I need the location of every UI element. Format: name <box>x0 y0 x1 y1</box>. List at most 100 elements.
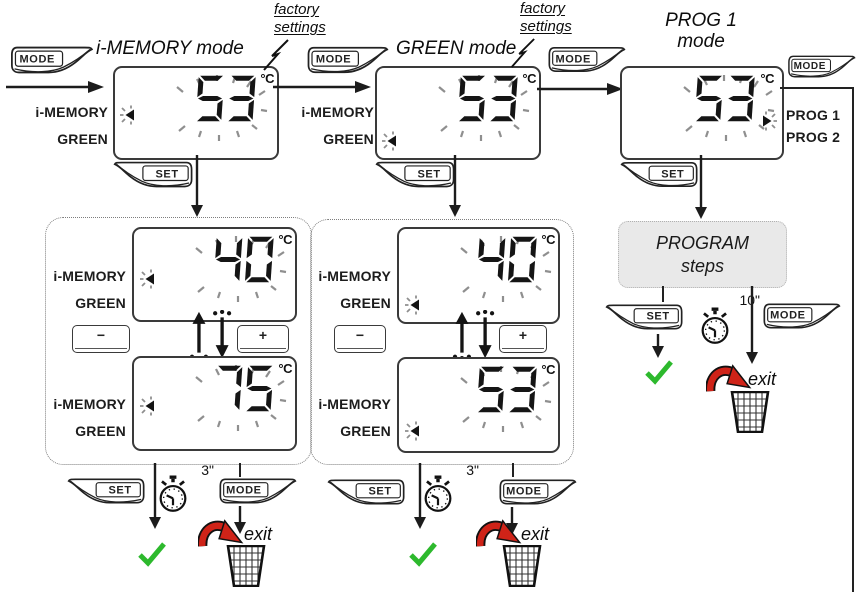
hold-timer: 3" <box>421 462 479 516</box>
set-button[interactable]: SET <box>113 159 195 190</box>
mode-label-green: GREEN <box>57 131 108 147</box>
flow-arrow-down <box>191 155 203 217</box>
connector-line <box>662 286 664 302</box>
set-button[interactable]: SET <box>375 159 457 190</box>
lcd-display-imemory: °C <box>113 66 279 160</box>
mode-label-green: GREEN <box>340 295 391 311</box>
exit-label: exit <box>521 524 550 544</box>
degree-unit: °C <box>760 71 774 86</box>
green-mode-title: GREEN mode <box>396 38 517 59</box>
mode-label-imemory: i-MEMORY <box>53 268 126 284</box>
increase-decrease-arrows <box>185 310 237 360</box>
confirm-arrow <box>652 334 664 358</box>
mode-button[interactable]: MODE <box>546 44 626 75</box>
timer-label: 3" <box>201 462 214 478</box>
lcd-display-green: °C <box>375 66 541 160</box>
minus-button[interactable]: − <box>72 325 130 353</box>
lcd-display-green-eco: °C <box>397 227 560 324</box>
mode-button[interactable]: MODE <box>786 53 856 80</box>
degree-unit: °C <box>260 71 274 86</box>
trash-icon <box>224 545 268 587</box>
mode-label-green: GREEN <box>340 423 391 439</box>
mode-button[interactable]: MODE <box>760 301 842 331</box>
mode-label-green: GREEN <box>75 295 126 311</box>
mode-label-imemory: i-MEMORY <box>318 268 391 284</box>
exit-flow-arrow <box>234 506 246 534</box>
auto-exit-timer: 10" <box>698 292 760 348</box>
lcd-digits <box>209 236 277 283</box>
exit-flow-arrow <box>746 286 758 364</box>
plus-button[interactable]: + <box>499 325 547 353</box>
lcd-display-green-set: °C <box>397 357 560 453</box>
blink-indicator-icon <box>119 105 141 125</box>
blink-indicator-icon <box>381 131 403 151</box>
mode-button[interactable]: MODE <box>216 476 298 506</box>
flow-arrow-right <box>273 81 371 93</box>
set-button[interactable]: SET <box>66 476 148 506</box>
trash-icon <box>728 391 772 433</box>
plus-button[interactable]: + <box>237 325 289 353</box>
lightning-icon <box>260 38 290 72</box>
mode-label-prog2: PROG 2 <box>786 129 841 145</box>
connector-line <box>512 463 514 477</box>
minus-button[interactable]: − <box>334 325 386 353</box>
lcd-digits <box>453 75 521 122</box>
confirm-arrow <box>149 463 161 529</box>
blink-indicator-icon <box>756 111 778 131</box>
increase-decrease-arrows <box>448 310 500 360</box>
degree-unit: °C <box>541 362 555 377</box>
mode-label-imemory: i-MEMORY <box>53 396 126 412</box>
degree-unit: °C <box>522 71 536 86</box>
connector-line <box>852 87 854 592</box>
blink-indicator-icon <box>139 269 161 289</box>
set-button[interactable]: SET <box>604 302 686 332</box>
blink-indicator-icon <box>404 421 426 441</box>
lcd-digits <box>472 366 540 413</box>
lcd-display-prog: °C <box>620 66 784 160</box>
flow-arrow-down <box>449 155 461 217</box>
flow-arrow-down <box>695 155 707 219</box>
lcd-digits <box>191 75 259 122</box>
imemory-mode-title: i-MEMORY mode <box>96 38 244 59</box>
connector-line <box>239 463 241 477</box>
mode-label-imemory: i-MEMORY <box>301 104 374 120</box>
green-adjust-group <box>310 219 574 465</box>
mode-button[interactable]: MODE <box>496 477 578 507</box>
mode-label-imemory: i-MEMORY <box>35 104 108 120</box>
mode-button-label: MODE <box>19 53 55 66</box>
lcd-digits <box>472 236 540 283</box>
mode-label-green: GREEN <box>75 423 126 439</box>
stopwatch-icon <box>421 474 455 516</box>
connector-line <box>780 87 853 89</box>
set-button[interactable]: SET <box>326 477 408 507</box>
set-button[interactable]: SET <box>620 159 700 190</box>
check-icon <box>644 359 674 385</box>
check-icon <box>137 541 167 567</box>
blink-indicator-icon <box>139 396 161 416</box>
flow-arrow-right <box>6 81 104 93</box>
timer-label: 3" <box>466 462 479 478</box>
trash-icon <box>500 545 544 587</box>
stopwatch-icon <box>156 474 190 516</box>
set-button-label: SET <box>155 167 179 180</box>
lightning-icon <box>508 36 536 70</box>
blink-indicator-icon <box>404 295 426 315</box>
mode-button[interactable]: MODE <box>8 44 94 76</box>
imemory-adjust-group <box>45 217 312 465</box>
flow-arrow-right <box>537 83 623 95</box>
exit-label: exit <box>244 524 273 544</box>
confirm-arrow <box>414 463 426 529</box>
degree-unit: °C <box>541 232 555 247</box>
mode-button[interactable]: MODE <box>305 44 389 76</box>
hold-timer: 3" <box>156 462 214 516</box>
lcd-display-imemory-max: °C <box>132 356 297 451</box>
lcd-display-imemory-min: °C <box>132 227 297 322</box>
mode-label-green: GREEN <box>323 131 374 147</box>
degree-unit: °C <box>278 232 292 247</box>
lcd-digits <box>690 75 758 122</box>
exit-arrow-icon <box>706 364 752 394</box>
